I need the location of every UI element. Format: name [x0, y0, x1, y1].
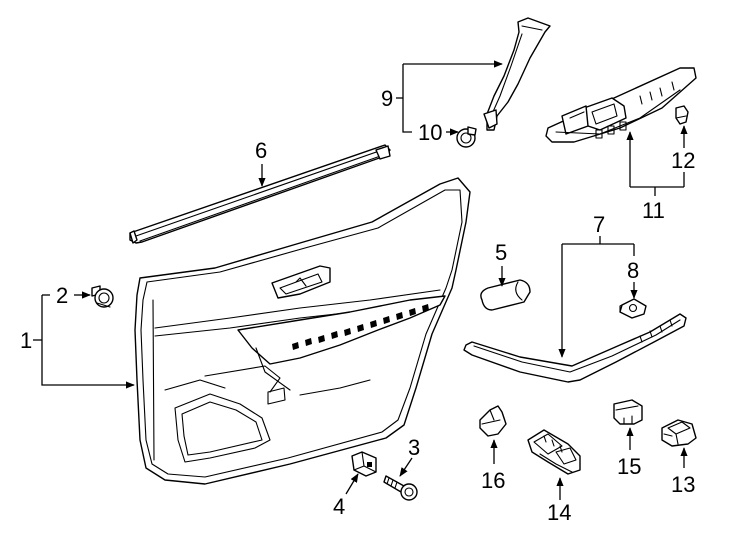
clip-part-10 [456, 126, 477, 148]
pillar-garnish-part-9 [483, 17, 551, 131]
switch-part-15 [613, 399, 643, 425]
switch-part-13 [661, 419, 697, 447]
clip-part-2 [91, 285, 114, 308]
callout-5: 5 [495, 240, 507, 265]
callout-1: 1 [20, 328, 32, 353]
callout-6: 6 [255, 138, 267, 163]
callout-10: 10 [418, 120, 442, 145]
callout-4: 4 [333, 494, 345, 519]
leader-lines [33, 60, 688, 500]
callout-9: 9 [381, 86, 393, 111]
clip-part-4 [351, 451, 377, 477]
armrest-garnish-part-7 [463, 313, 687, 383]
screw-part-3 [383, 475, 418, 501]
callout-12: 12 [671, 148, 695, 173]
switch-panel-part-11 [545, 67, 697, 143]
connector-part-12 [675, 105, 689, 125]
clip-nut-part-8 [619, 298, 647, 319]
callout-7: 7 [593, 212, 605, 237]
belt-moulding-part [129, 144, 391, 244]
callout-8: 8 [627, 258, 639, 283]
callout-2: 2 [56, 283, 68, 308]
callout-16: 16 [481, 468, 505, 493]
master-switch-part-14 [527, 429, 581, 475]
callout-15: 15 [617, 454, 641, 479]
handle-cover-part-5 [480, 279, 531, 311]
callout-11: 11 [642, 198, 665, 223]
bracket-part-16 [479, 405, 507, 437]
callout-13: 13 [671, 472, 695, 497]
callout-3: 3 [408, 435, 420, 460]
callout-labels: 1 2 3 4 5 6 7 8 9 10 11 12 13 14 15 16 [20, 86, 695, 525]
callout-14: 14 [547, 500, 571, 525]
door-trim-panel-part [134, 177, 471, 485]
